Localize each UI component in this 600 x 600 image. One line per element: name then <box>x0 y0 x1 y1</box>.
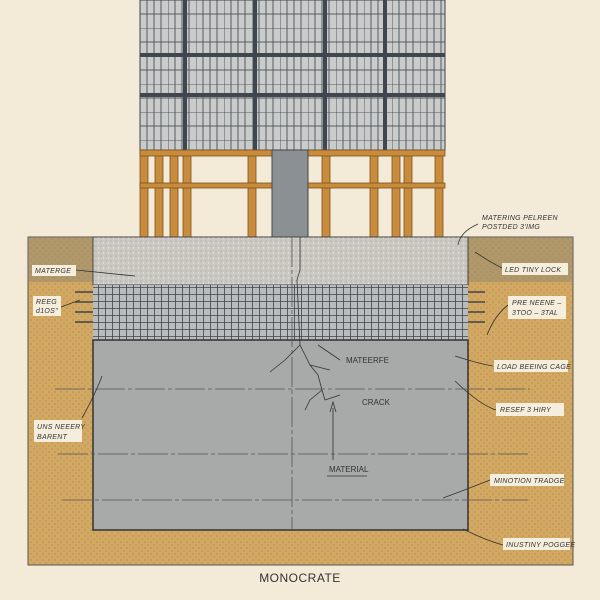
svg-text:CRACK: CRACK <box>362 398 391 407</box>
label-reserv: RESEF 3 HIRY <box>454 380 564 416</box>
label-pre-neene: PRE NEENE – 3TOO – 3TAL <box>486 296 566 336</box>
rebar-mesh <box>93 285 468 340</box>
label-unsneery: UNS NEEERY BARENT <box>34 375 103 442</box>
label-led-tiny: LED TINY LOCK <box>474 251 568 275</box>
label-matering: MATERING PELREEN POSTDED 3'IMG <box>457 215 558 246</box>
svg-text:INUSTINY POGGEE: INUSTINY POGGEE <box>506 542 575 549</box>
label-materge: MATERGE <box>32 265 136 277</box>
steel-facade <box>139 0 446 151</box>
svg-text:MATERIAL: MATERIAL <box>329 465 369 474</box>
label-minotion: MINOTION TRADGE <box>442 474 565 499</box>
building-frame <box>139 0 446 238</box>
svg-text:REEG: REEG <box>36 299 57 306</box>
svg-text:MATERGE: MATERGE <box>35 268 71 275</box>
svg-text:BARENT: BARENT <box>37 434 68 441</box>
svg-text:POSTDED 3'IMG: POSTDED 3'IMG <box>482 224 540 231</box>
svg-text:PRE NEENE –: PRE NEENE – <box>512 300 562 307</box>
label-load-cage: LOAD BEEING CAGE <box>454 355 571 372</box>
label-inustiny: INUSTINY POGGEE <box>462 528 575 550</box>
gravel-layer <box>92 236 469 286</box>
svg-text:LED TINY LOCK: LED TINY LOCK <box>505 267 561 274</box>
label-crack: CRACK <box>362 398 391 407</box>
svg-text:MATERING PELREEN: MATERING PELREEN <box>482 215 558 222</box>
label-material: MATERIAL <box>327 465 369 477</box>
svg-text:3TOO – 3TAL: 3TOO – 3TAL <box>512 310 558 317</box>
label-rebar: REEG d1OS" <box>33 296 81 316</box>
svg-text:LOAD BEEING CAGE: LOAD BEEING CAGE <box>497 364 571 371</box>
svg-text:UNS NEEERY: UNS NEEERY <box>37 424 86 431</box>
svg-text:RESEF 3 HIRY: RESEF 3 HIRY <box>500 407 552 414</box>
svg-text:MATEERFE: MATEERFE <box>346 356 389 365</box>
concrete-block <box>92 339 469 531</box>
label-mateerfe: MATEERFE <box>317 344 389 365</box>
svg-text:d1OS": d1OS" <box>36 308 58 315</box>
crack-lines <box>269 237 341 411</box>
diagram-title: MONOCRATE <box>259 571 341 585</box>
central-column <box>271 149 309 238</box>
svg-text:MINOTION TRADGE: MINOTION TRADGE <box>494 478 565 485</box>
